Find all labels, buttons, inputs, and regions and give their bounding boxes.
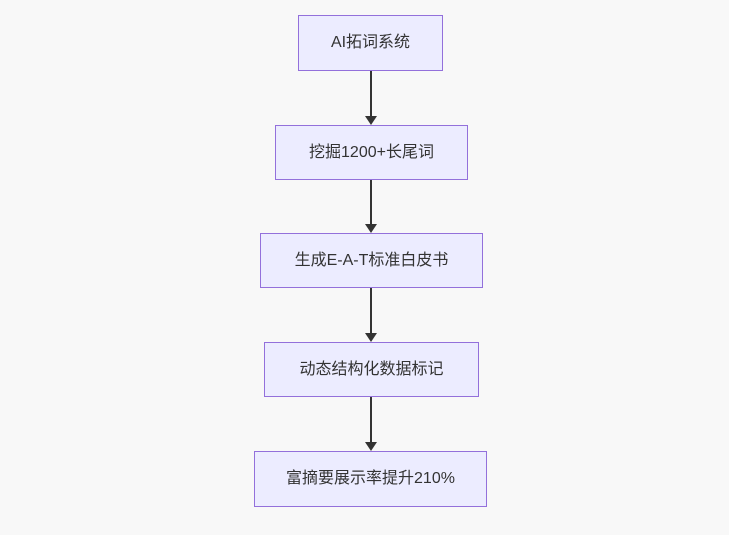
flow-node-label: 富摘要展示率提升210% <box>286 470 455 488</box>
flow-node-dynamic-structured-data-markup: 动态结构化数据标记 <box>264 342 479 397</box>
edge-arrow-4-5 <box>365 397 377 451</box>
flow-node-label: 动态结构化数据标记 <box>299 360 444 378</box>
arrow-shaft <box>370 180 372 226</box>
arrow-head-icon <box>365 116 377 125</box>
flow-node-generate-eat-whitepaper: 生成E-A-T标准白皮书 <box>260 233 483 288</box>
flow-node-label: 生成E-A-T标准白皮书 <box>294 251 449 269</box>
edge-arrow-2-3 <box>365 180 377 233</box>
flow-node-label: 挖掘1200+长尾词 <box>309 143 434 161</box>
edge-arrow-3-4 <box>365 288 377 342</box>
arrow-shaft <box>370 288 372 335</box>
arrow-head-icon <box>365 442 377 451</box>
arrow-shaft <box>370 397 372 444</box>
flow-node-rich-snippet-rate-increase: 富摘要展示率提升210% <box>254 451 487 507</box>
flow-node-label: AI拓词系统 <box>330 34 411 52</box>
edge-arrow-1-2 <box>365 71 377 125</box>
flow-node-ai-word-expansion-system: AI拓词系统 <box>298 15 443 71</box>
arrow-head-icon <box>365 224 377 233</box>
arrow-shaft <box>370 71 372 118</box>
arrow-head-icon <box>365 333 377 342</box>
flow-node-mine-longtail-keywords: 挖掘1200+长尾词 <box>275 125 468 180</box>
